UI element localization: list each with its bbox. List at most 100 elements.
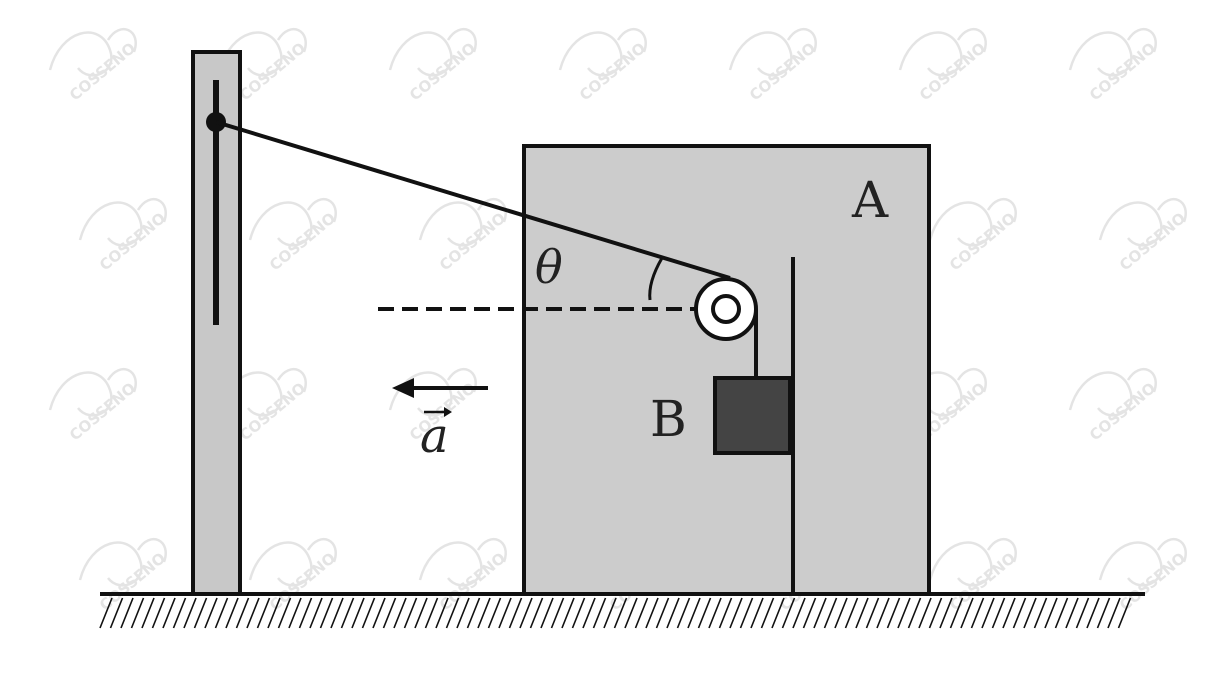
hatch-line	[498, 597, 512, 629]
watermark-logo: COSSENO	[928, 538, 1019, 614]
hatch-line	[550, 597, 565, 629]
hatch-line	[1096, 597, 1111, 629]
hatch-line	[298, 597, 313, 629]
hatch-line	[214, 597, 229, 629]
hatch-line	[1012, 597, 1027, 629]
hatch-line	[918, 597, 932, 629]
hatch-line	[697, 597, 712, 629]
svg-text:COSSENO: COSSENO	[576, 39, 649, 104]
block-a-label: A	[851, 171, 889, 229]
hatch-line	[981, 597, 995, 629]
hatch-line	[613, 597, 628, 629]
hatch-line	[1117, 597, 1132, 629]
hatch-line	[771, 597, 785, 629]
watermark-logo: COSSENO	[418, 538, 509, 614]
hatch-line	[676, 597, 691, 629]
hatch-line	[130, 597, 145, 629]
hatch-line	[435, 597, 449, 629]
hatch-line	[466, 597, 481, 629]
hatch-line	[865, 597, 880, 629]
hatch-line	[655, 597, 670, 629]
svg-text:COSSENO: COSSENO	[66, 379, 139, 444]
svg-text:COSSENO: COSSENO	[1116, 209, 1189, 274]
hatch-line	[886, 597, 901, 629]
hatch-line	[319, 597, 334, 629]
hatch-line	[750, 597, 764, 629]
hatch-line	[225, 597, 239, 629]
hatch-line	[172, 597, 187, 629]
block-b-label: B	[650, 390, 687, 448]
hatch-line	[330, 597, 344, 629]
hatch-line	[382, 597, 397, 629]
hatch-line	[792, 597, 806, 629]
svg-text:COSSENO: COSSENO	[1086, 379, 1159, 444]
hatch-line	[624, 597, 638, 629]
hatch-line	[729, 597, 743, 629]
angle-arc	[648, 257, 664, 301]
hatch-line	[844, 597, 859, 629]
svg-text:COSSENO: COSSENO	[96, 549, 169, 614]
hatch-line	[288, 597, 302, 629]
hatch-line	[1044, 597, 1058, 629]
svg-text:COSSENO: COSSENO	[66, 39, 139, 104]
hatch-line	[508, 597, 523, 629]
svg-text:COSSENO: COSSENO	[266, 209, 339, 274]
hatch-line	[162, 597, 176, 629]
hatch-line	[813, 597, 827, 629]
hatch-line	[246, 597, 260, 629]
acceleration-arrowhead	[392, 378, 414, 398]
hatch-line	[1075, 597, 1090, 629]
hatch-line	[120, 597, 134, 629]
hatch-line	[487, 597, 502, 629]
svg-text:COSSENO: COSSENO	[946, 209, 1019, 274]
hatch-line	[277, 597, 292, 629]
watermark-logo: COSSENO	[418, 198, 509, 274]
watermark-logo: COSSENO	[1068, 28, 1159, 104]
hatch-line	[361, 597, 376, 629]
hatch-line	[571, 597, 586, 629]
svg-text:COSSENO: COSSENO	[96, 209, 169, 274]
hatch-line	[582, 597, 596, 629]
watermark-logo: COSSENO	[388, 28, 479, 104]
hatch-line	[340, 597, 355, 629]
hatch-line	[456, 597, 470, 629]
hatch-line	[235, 597, 250, 629]
svg-text:COSSENO: COSSENO	[746, 39, 819, 104]
hatch-line	[970, 597, 985, 629]
hatch-line	[519, 597, 533, 629]
hatch-line	[687, 597, 701, 629]
hatch-line	[393, 597, 407, 629]
hatch-line	[99, 597, 113, 629]
hatch-line	[309, 597, 323, 629]
svg-text:COSSENO: COSSENO	[916, 39, 989, 104]
hatch-line	[1023, 597, 1037, 629]
hatch-line	[645, 597, 659, 629]
hatch-line	[634, 597, 649, 629]
hatch-line	[529, 597, 544, 629]
hatch-line	[151, 597, 166, 629]
hatch-line	[1065, 597, 1079, 629]
svg-text:COSSENO: COSSENO	[236, 379, 309, 444]
hatch-line	[1002, 597, 1016, 629]
watermark-logo: COSSENO	[558, 28, 649, 104]
hatch-line	[876, 597, 890, 629]
hatch-line	[351, 597, 365, 629]
hatch-line	[708, 597, 722, 629]
hatch-line	[760, 597, 775, 629]
watermark-logo: COSSENO	[78, 538, 169, 614]
pulley-axle	[711, 294, 741, 324]
hatch-line	[1033, 597, 1048, 629]
hatch-line	[781, 597, 796, 629]
hatch-line	[834, 597, 848, 629]
svg-text:COSSENO: COSSENO	[236, 39, 309, 104]
watermark-logo: COSSENO	[1098, 198, 1189, 274]
svg-text:COSSENO: COSSENO	[1116, 549, 1189, 614]
hatch-line	[802, 597, 817, 629]
hatch-line	[204, 597, 218, 629]
hatch-line	[907, 597, 922, 629]
acceleration-label: a	[420, 408, 449, 464]
hatch-line	[256, 597, 271, 629]
hatch-line	[1054, 597, 1069, 629]
hatch-line	[403, 597, 418, 629]
